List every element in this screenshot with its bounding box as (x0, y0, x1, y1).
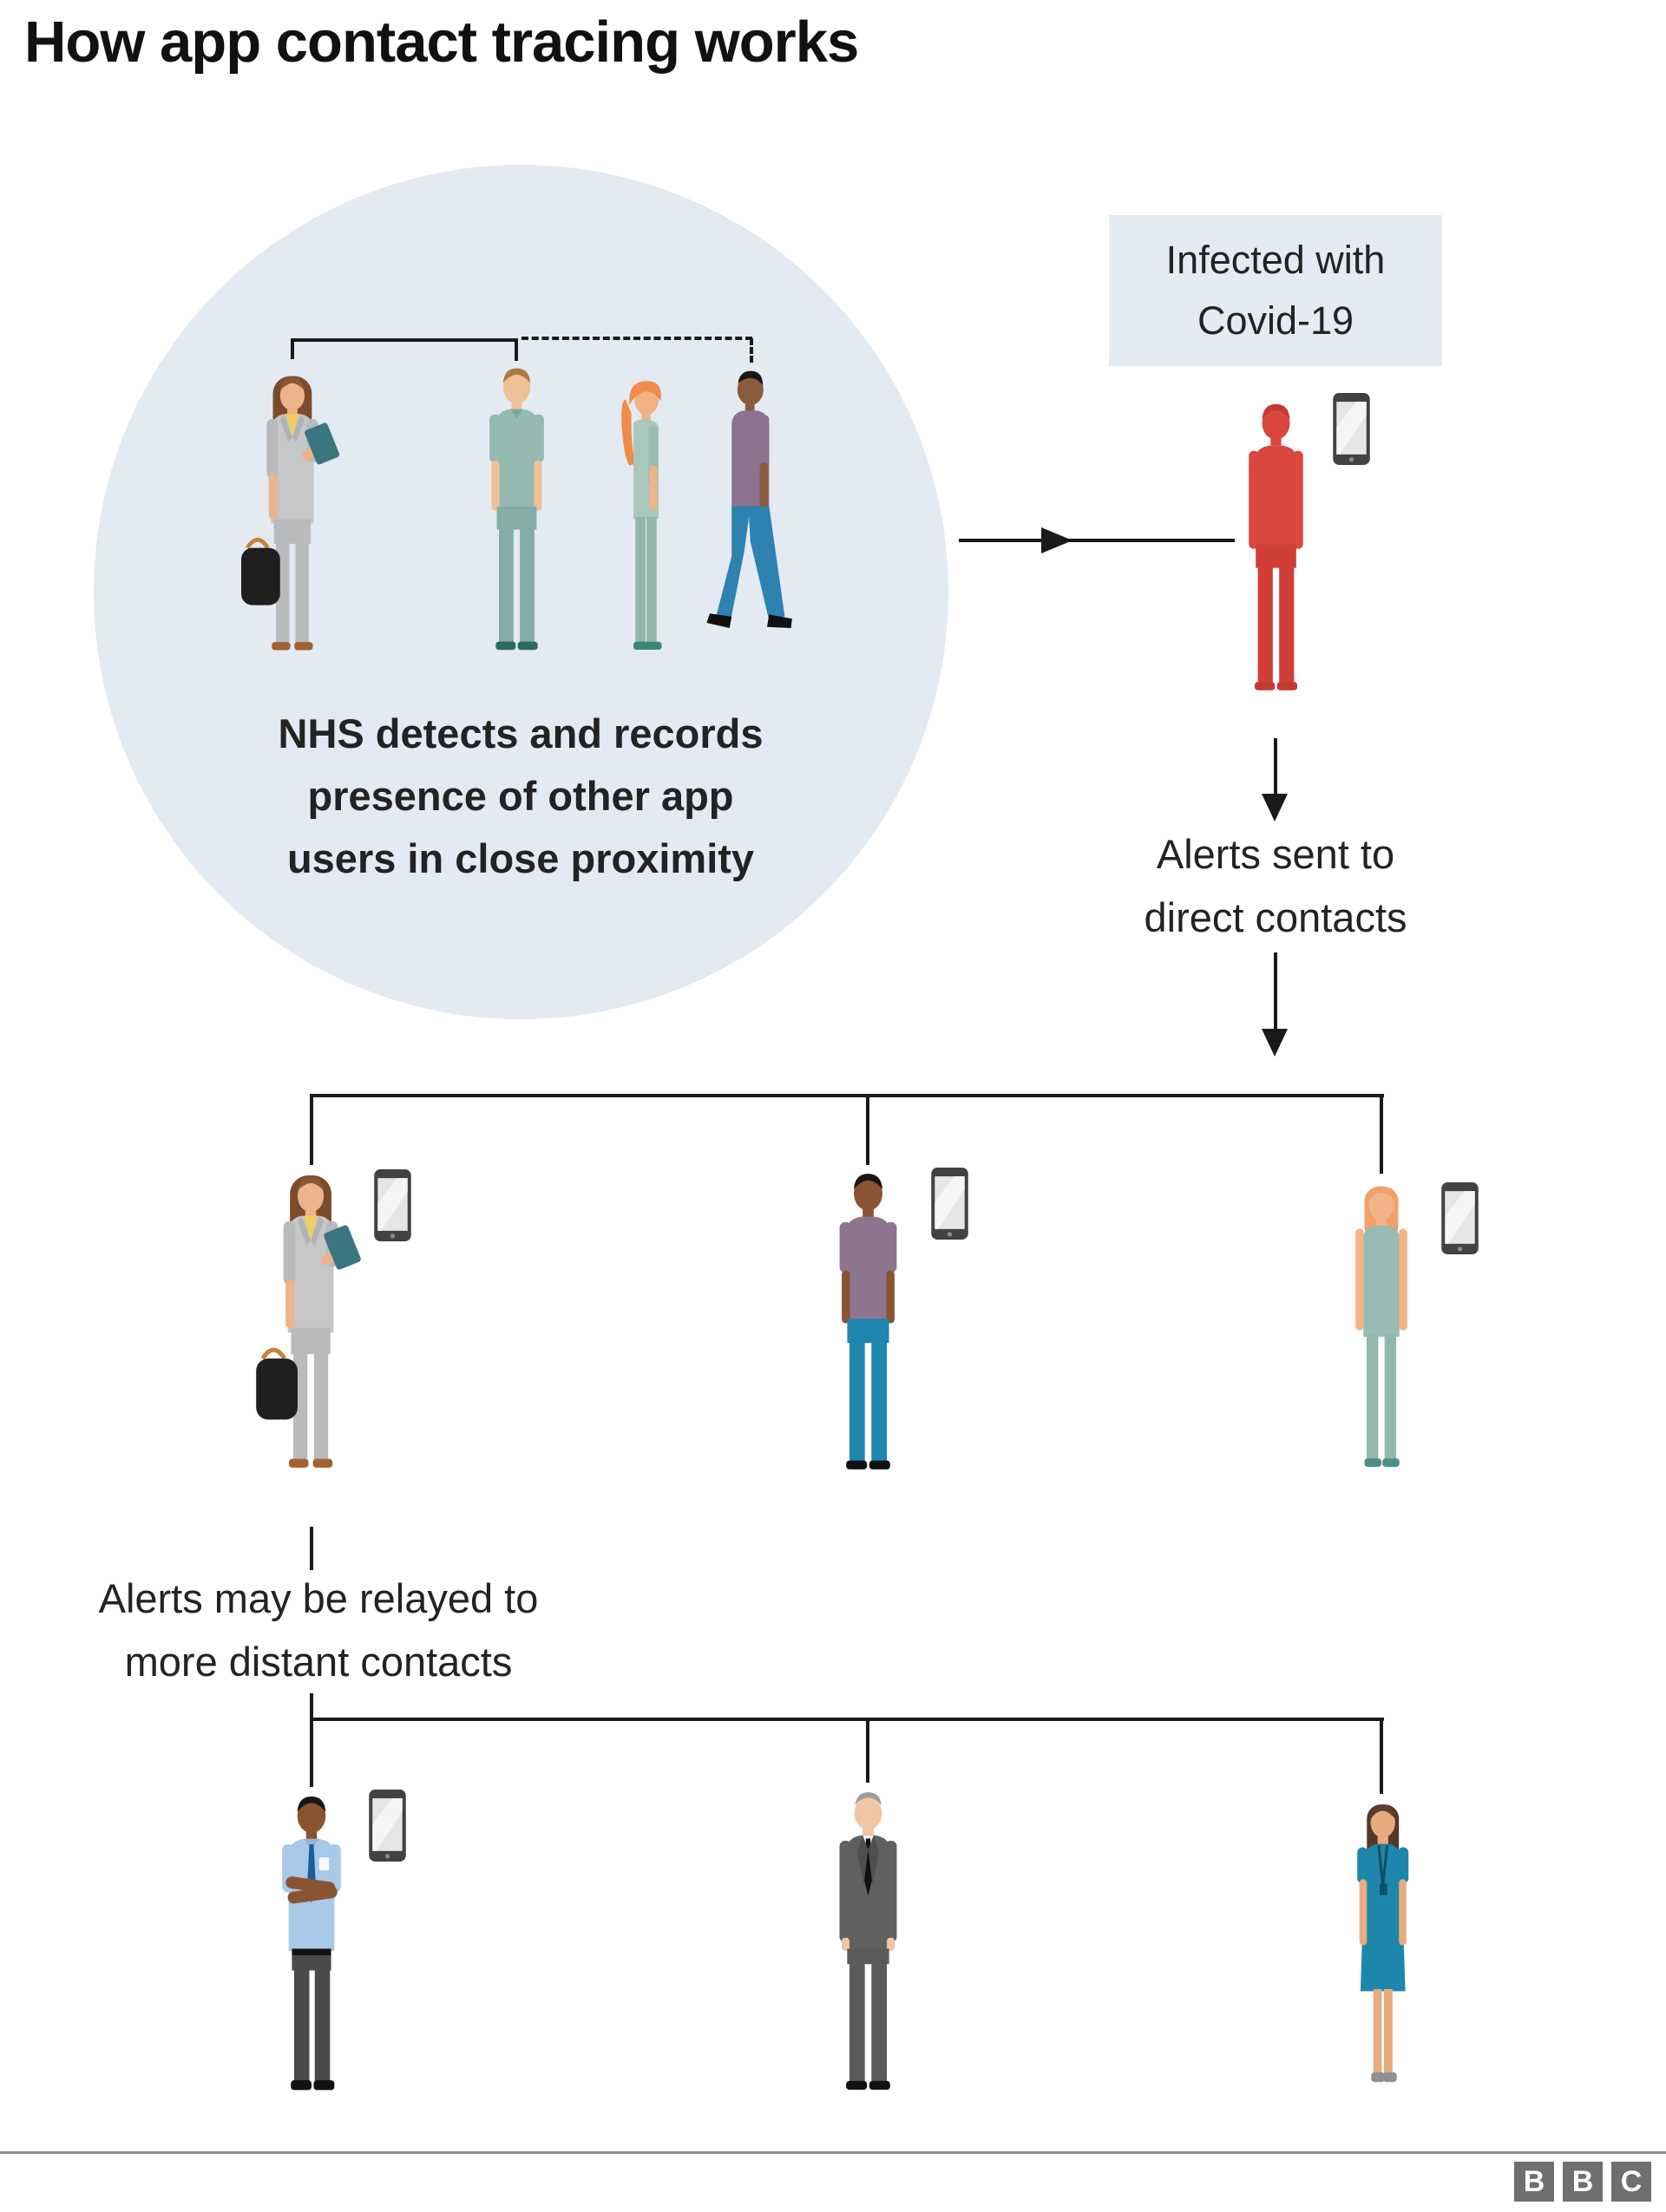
arrow-to-infected-head (1041, 527, 1072, 553)
caption-line: users in close proximity (286, 835, 755, 881)
branch2-drop-mid (866, 1718, 869, 1783)
alerts-distant-line: more distant contacts (124, 1639, 513, 1685)
infected-label-line: Covid-19 (1197, 298, 1354, 343)
infected-label: Infected with Covid-19 (1109, 215, 1442, 366)
footer-divider (0, 2151, 1666, 2154)
person-businesswoman-figure (226, 1167, 378, 1494)
alerts-distant-line: Alerts may be relayed to (98, 1575, 539, 1621)
person-teal-polo-figure (464, 360, 569, 674)
branch2-drop-right (1380, 1718, 1383, 1794)
bbc-logo: B (1563, 2162, 1603, 2202)
alerts-direct-text: Alerts sent to direct contacts (1059, 822, 1492, 949)
bbc-logo-letter: C (1620, 2164, 1643, 2198)
arrow-down-1-head (1262, 794, 1288, 821)
arrow-down-1-line (1274, 738, 1277, 795)
alerts-direct-line: direct contacts (1144, 894, 1407, 940)
bbc-logo-letter: B (1523, 2164, 1545, 2198)
smartphone-icon (368, 1789, 407, 1862)
bracket-tick-mid (515, 338, 518, 361)
page-title: How app contact tracing works (24, 10, 859, 75)
smartphone-icon (1440, 1181, 1479, 1255)
branch1-drop-left (310, 1094, 313, 1165)
infected-label-line: Infected with (1165, 238, 1386, 282)
smartphone-icon (373, 1168, 412, 1242)
bracket-dashed-line (521, 337, 752, 340)
person-teal-top-woman-figure (1328, 1175, 1434, 1494)
bracket-dashed-tick (750, 338, 753, 363)
smartphone-icon (930, 1167, 969, 1240)
proximity-caption: NHS detects and records presence of othe… (217, 703, 824, 890)
branch1-drop-right (1380, 1094, 1383, 1174)
smartphone-icon (1332, 392, 1371, 466)
bracket-line (291, 338, 518, 342)
person-infected-figure (1223, 396, 1329, 715)
person-purple-shirt-figure (813, 1165, 923, 1495)
person-ponytail-woman-figure (589, 373, 690, 675)
bracket-tick-left (291, 338, 294, 359)
person-gray-suit-figure (813, 1783, 923, 2114)
arrow-down-2-line (1274, 952, 1277, 1031)
alerts-direct-line: Alerts sent to (1156, 831, 1395, 877)
person-blue-shirt-figure (252, 1788, 371, 2114)
branch1-line (310, 1094, 1384, 1097)
arrow-down-2-head (1262, 1029, 1288, 1057)
person-businesswoman-figure (213, 368, 356, 675)
caption-line: NHS detects and records (278, 710, 764, 756)
person-walking-man-figure (684, 363, 809, 675)
relay-connector-bottom (310, 1693, 313, 1787)
relay-connector-top (310, 1527, 313, 1570)
branch2-line (310, 1718, 1384, 1721)
bbc-logo: C (1611, 2162, 1651, 2202)
bbc-logo-letter: B (1571, 2164, 1594, 2198)
branch1-drop-mid (866, 1094, 869, 1165)
bbc-logo: B (1514, 2162, 1554, 2202)
alerts-distant-text: Alerts may be relayed to more distant co… (32, 1567, 605, 1693)
person-teal-dress-figure (1328, 1794, 1435, 2114)
caption-line: presence of other app (307, 773, 734, 819)
arrow-to-infected-line (959, 539, 1235, 542)
